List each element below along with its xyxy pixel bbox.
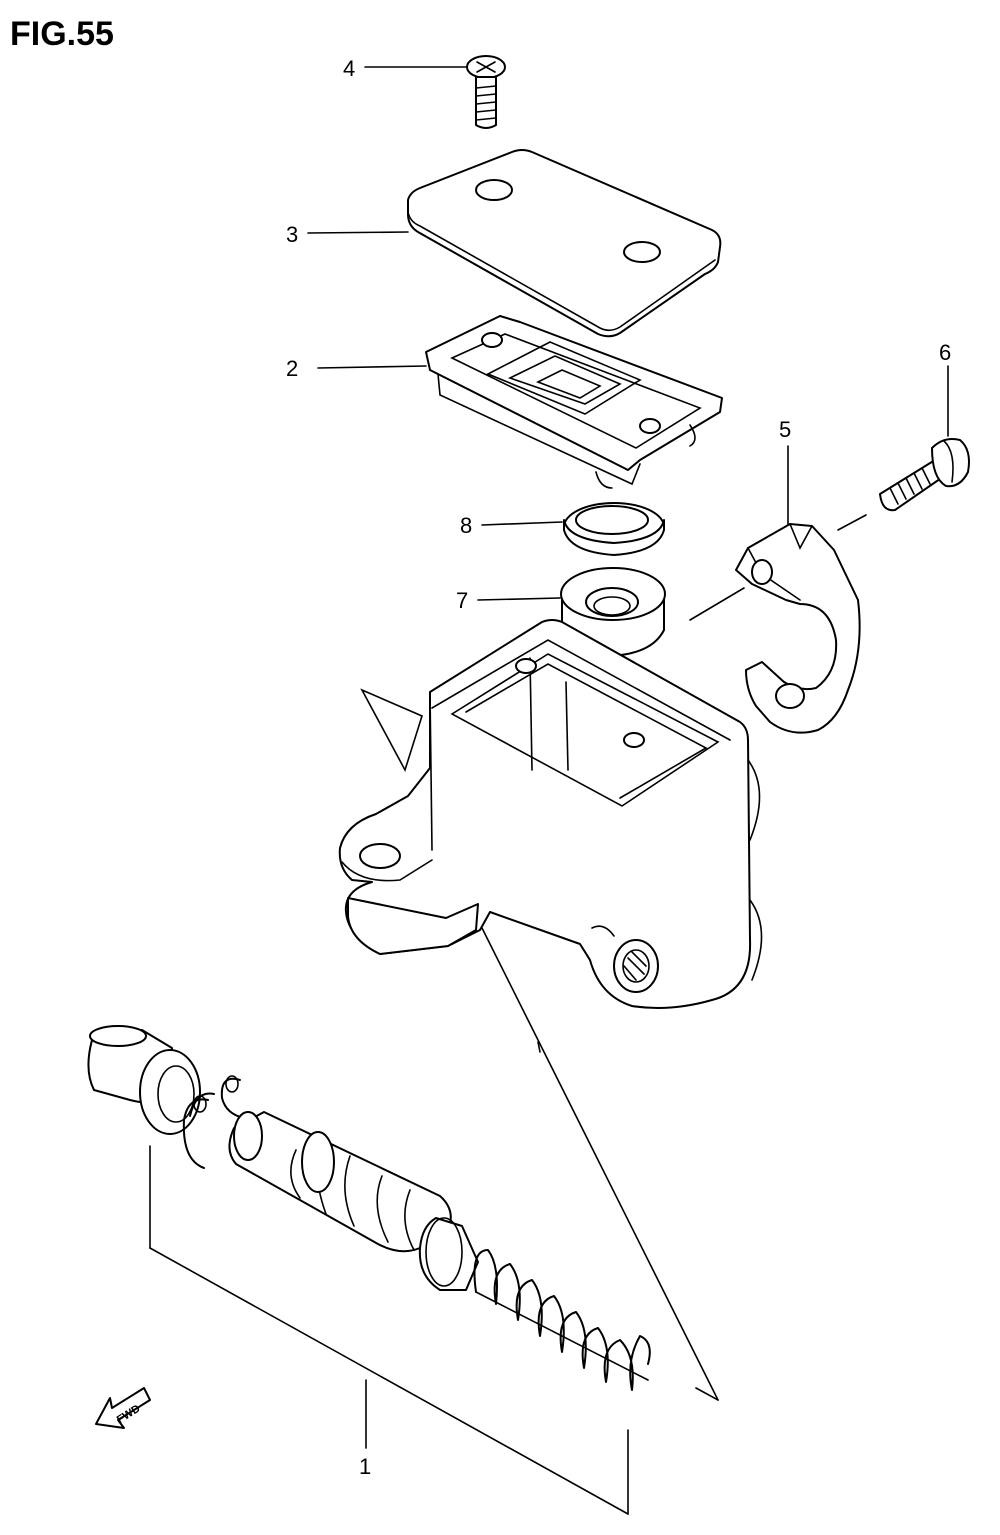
part-7-label: 7 (456, 588, 468, 613)
part-6-bolt[interactable] (837, 365, 970, 531)
part-4-screw[interactable] (364, 55, 506, 129)
part-3-label: 3 (286, 222, 298, 247)
part-1-bracket (149, 1145, 629, 1515)
part-3-cap[interactable] (307, 149, 722, 338)
fwd-arrow-icon: FWD (95, 1387, 151, 1429)
part-5-label: 5 (779, 417, 791, 442)
part-1-piston-kit[interactable] (87, 1025, 651, 1391)
figure-title: FIG.55 (10, 15, 114, 53)
part-8-plate[interactable] (481, 502, 665, 556)
part-5-clamp[interactable] (689, 445, 861, 734)
assembly-pointer-lines (481, 927, 719, 1401)
part-2-label: 2 (286, 356, 298, 381)
part-4-label: 4 (343, 56, 355, 81)
part-6-label: 6 (939, 340, 951, 365)
part-8-label: 8 (460, 513, 472, 538)
part-2-diaphragm[interactable] (317, 315, 723, 489)
master-cylinder-body[interactable] (338, 619, 763, 1009)
part-1-label: 1 (359, 1454, 371, 1479)
